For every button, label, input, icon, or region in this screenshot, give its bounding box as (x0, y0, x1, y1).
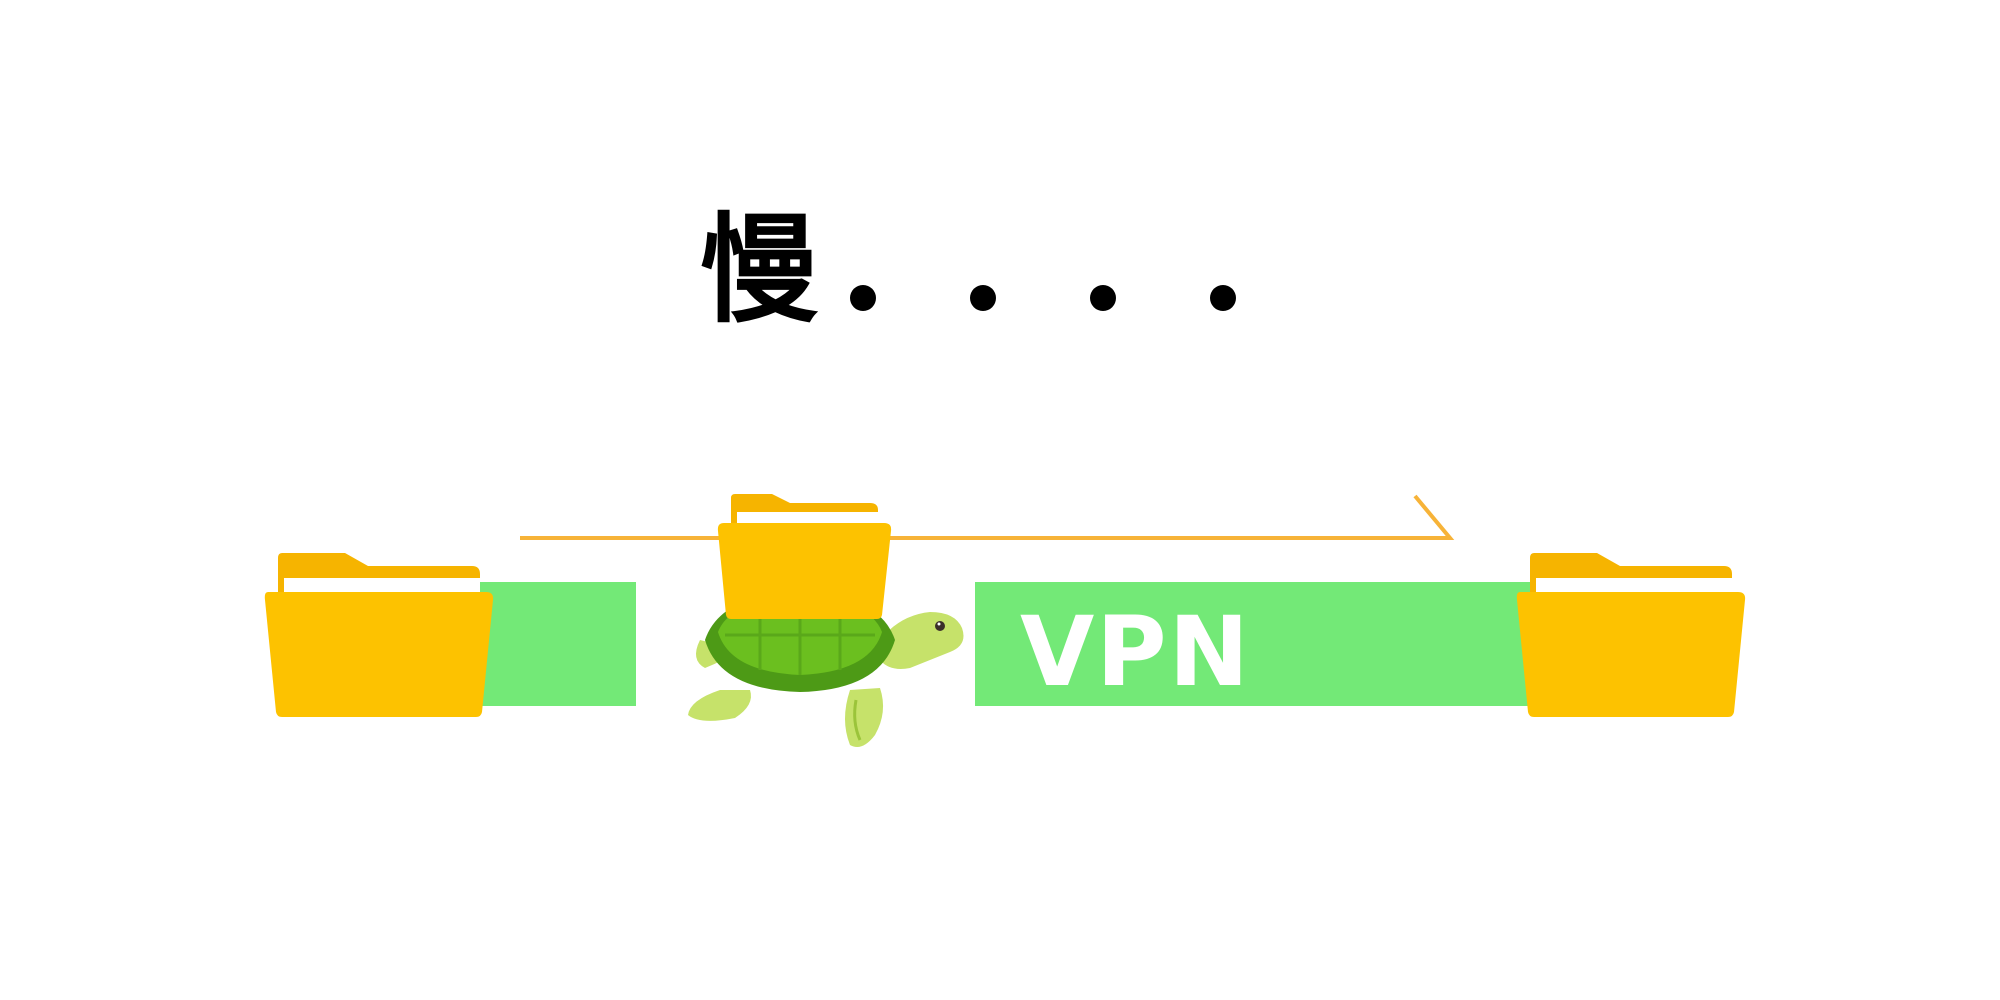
dot-1 (850, 285, 877, 311)
destination-folder-icon (1516, 553, 1746, 717)
tunnel-segment-left (470, 582, 636, 706)
vpn-label: VPN (1020, 596, 1251, 708)
tunnel-segment-right (975, 582, 1535, 706)
source-folder-icon (264, 553, 494, 717)
arrow-right-icon (520, 494, 1455, 540)
dot-3 (1090, 285, 1117, 311)
turtle-icon (688, 494, 964, 748)
slow-character: 慢 (700, 201, 819, 339)
dot-2 (970, 285, 997, 311)
ellipsis-dots (850, 285, 1330, 311)
page-title: 慢 (700, 195, 1330, 345)
dot-4 (1210, 285, 1237, 311)
